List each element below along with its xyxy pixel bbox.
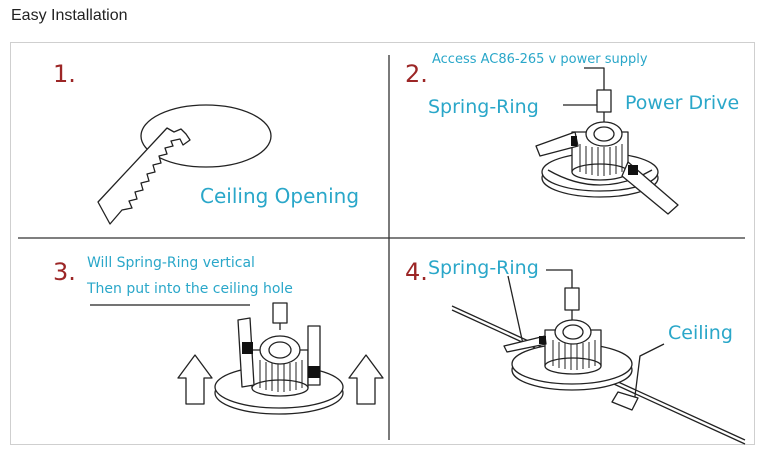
step3-illustration	[90, 302, 384, 415]
step3-instruction-line2: Then put into the ceiling hole	[87, 281, 293, 297]
spring-ring-label-step2: Spring-Ring	[428, 96, 539, 118]
step3-number: 3.	[53, 258, 76, 286]
up-arrow-left-icon	[177, 354, 213, 405]
step2-illustration	[535, 67, 679, 215]
step3-instruction-line1: Will Spring-Ring vertical	[87, 255, 255, 271]
step4-illustration	[451, 269, 746, 445]
spring-ring-left	[535, 131, 579, 157]
ceiling-label: Ceiling	[668, 322, 733, 344]
saw-icon	[97, 127, 191, 225]
spring-ring-right-mounted	[611, 391, 639, 411]
step1-number: 1.	[53, 60, 76, 88]
power-drive-label: Power Drive	[625, 92, 740, 114]
step4-number: 4.	[405, 258, 428, 286]
driver-box	[596, 89, 612, 113]
power-supply-label: Access AC86-265 v power supply	[432, 52, 648, 67]
page-title: Easy Installation	[11, 7, 128, 24]
power-cable	[584, 67, 605, 95]
step1-illustration	[97, 104, 272, 225]
ceiling-opening-ellipse	[140, 104, 272, 168]
installation-frame	[10, 42, 755, 445]
step2-number: 2.	[405, 60, 428, 88]
ceiling-opening-label: Ceiling Opening	[200, 184, 360, 208]
up-arrow-right-icon	[348, 354, 384, 405]
spring-ring-label-step4: Spring-Ring	[428, 257, 539, 279]
